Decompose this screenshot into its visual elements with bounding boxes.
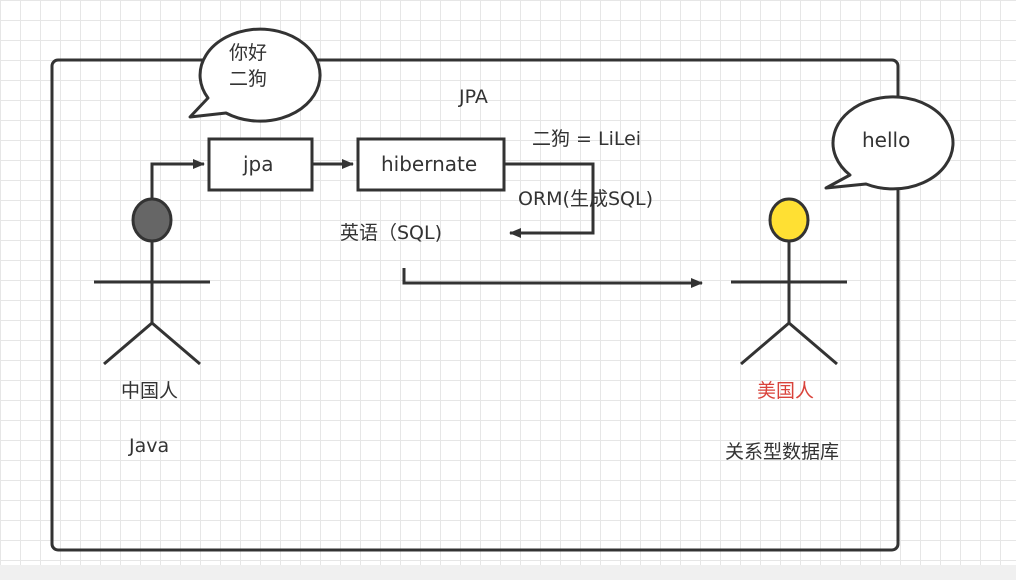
sql-label: 英语（SQL)	[340, 222, 443, 244]
speech-bubble-left[interactable]	[188, 27, 322, 123]
bottom-bar	[0, 565, 1016, 580]
hibernate-box-label: hibernate	[381, 152, 478, 176]
actor-right-name: 美国人	[757, 380, 815, 402]
jpa-box-label: jpa	[243, 152, 274, 176]
actor-left-caption: Java	[129, 435, 170, 457]
jpa-box[interactable]	[207, 137, 314, 192]
bubble-left-line1: 你好	[229, 42, 268, 64]
actor-american-person[interactable]	[731, 197, 847, 366]
speech-bubble-right[interactable]	[824, 95, 955, 191]
bubble-left-line2: 二狗	[229, 68, 268, 90]
actor-left-name: 中国人	[121, 380, 179, 402]
arrow-sql-to-database[interactable]	[402, 268, 703, 288]
actor-chinese-person[interactable]	[94, 197, 210, 366]
frame-title: JPA	[459, 86, 488, 108]
arrow-actor-to-jpa[interactable]	[150, 159, 205, 200]
bubble-right-text: hello	[862, 128, 911, 152]
orm-label: ORM(生成SQL)	[518, 188, 653, 210]
actor-left-head	[131, 197, 173, 243]
actor-right-caption: 关系型数据库	[725, 441, 840, 463]
actor-right-head	[768, 197, 810, 243]
hibernate-box[interactable]	[356, 137, 506, 192]
arrow-hibernate-to-sql[interactable]	[504, 162, 595, 238]
mapping-label: 二狗 = LiLei	[532, 128, 642, 150]
jpa-frame[interactable]	[50, 58, 900, 552]
